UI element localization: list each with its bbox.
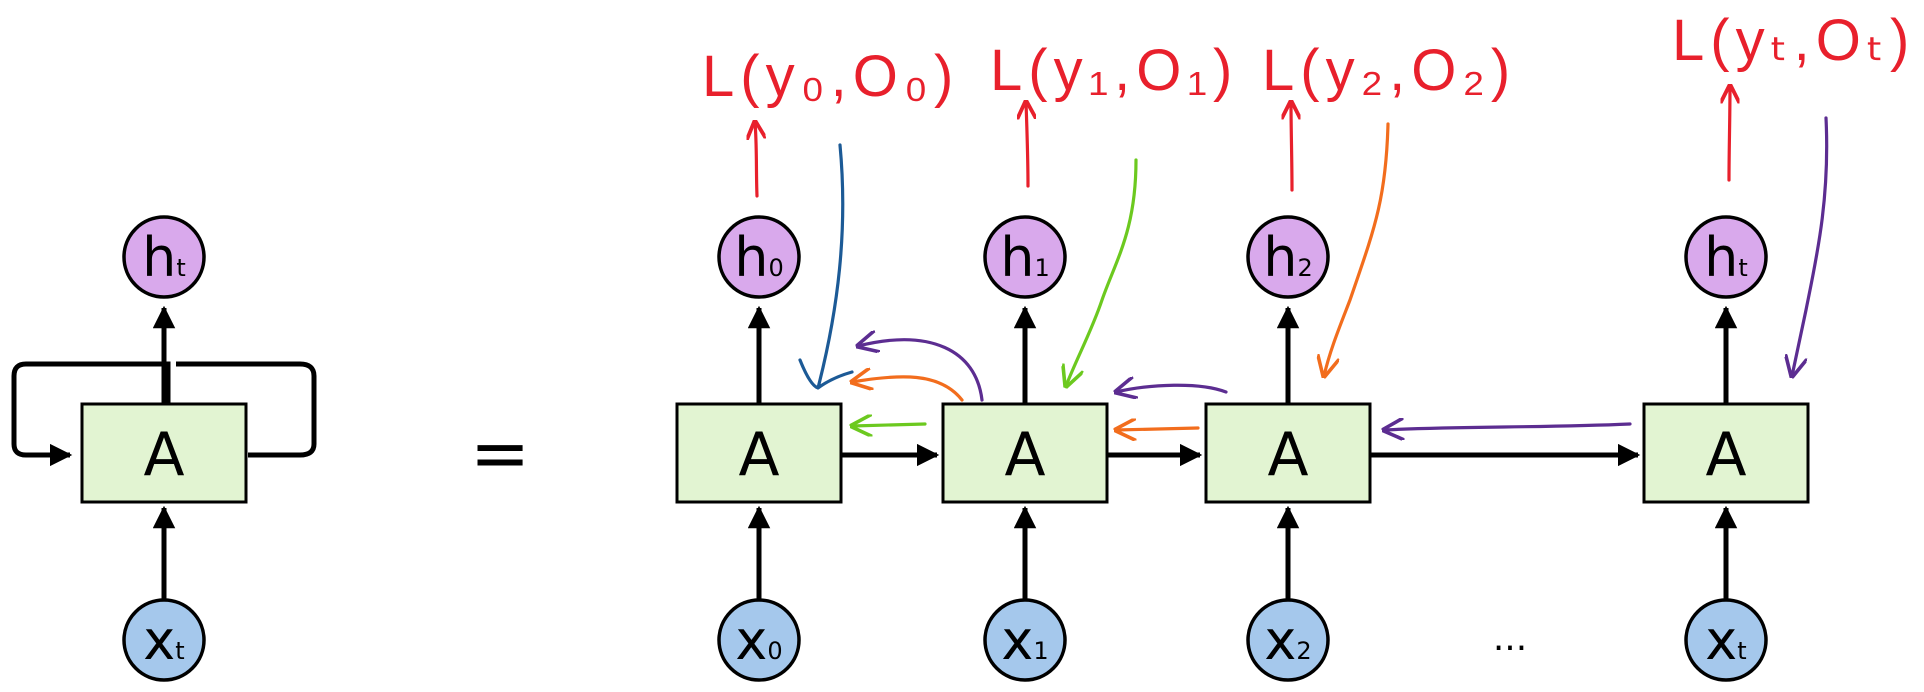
svg-text:x0: x0 xyxy=(735,609,782,672)
gradient-arrow-green xyxy=(1066,158,1138,386)
node-letter: h xyxy=(142,226,176,289)
node-letter: x xyxy=(735,609,767,672)
output-node: h2 xyxy=(1246,215,1330,299)
node-subscript: t xyxy=(175,637,184,665)
rnn-cell xyxy=(941,402,1109,504)
loss-label: L(y₁,O₁) xyxy=(990,38,1238,103)
rnn-cell-label: A xyxy=(1267,420,1308,490)
node-subscript: t xyxy=(1737,637,1746,665)
node-subscript: 2 xyxy=(1296,637,1311,665)
node-letter: h xyxy=(1263,226,1297,289)
backprop-arrow-orange-curve xyxy=(852,377,964,402)
loss-label: L(y₀,O₀) xyxy=(702,44,959,109)
equals-sign: = xyxy=(470,411,530,495)
svg-text:xt: xt xyxy=(1705,609,1746,672)
backprop-arrow-orange xyxy=(1116,428,1200,430)
node-subscript: 2 xyxy=(1297,254,1312,282)
input-node: x2 xyxy=(1246,598,1330,682)
node-subscript: 0 xyxy=(768,254,783,282)
svg-text:ht: ht xyxy=(142,226,186,289)
folded-cell xyxy=(80,402,248,504)
time-step-2: A h2 x2 L(y₂,O₂) xyxy=(1204,38,1516,682)
node-subscript: t xyxy=(176,254,185,282)
recurrent-loop-right xyxy=(176,361,317,458)
backprop-arrow-purple xyxy=(1116,385,1228,392)
time-step-0: A h0 x0 L(y₀,O₀) xyxy=(675,44,959,682)
svg-text:h1: h1 xyxy=(1000,226,1050,289)
node-letter: x xyxy=(1705,609,1737,672)
output-node: h1 xyxy=(983,215,1067,299)
folded-cell-label: A xyxy=(143,420,184,490)
svg-text:h2: h2 xyxy=(1263,226,1313,289)
recurrent-loop xyxy=(11,361,171,467)
input-node: xt xyxy=(1684,598,1768,682)
rnn-cell-label: A xyxy=(1705,420,1746,490)
loss-up-arrow xyxy=(1291,102,1292,192)
rnn-cell xyxy=(1642,402,1810,504)
backprop-arrow-purple-long xyxy=(1384,424,1632,430)
svg-text:h0: h0 xyxy=(734,226,784,289)
ellipsis: ... xyxy=(1493,618,1527,659)
svg-text:xt: xt xyxy=(143,609,184,672)
input-node: x0 xyxy=(717,598,801,682)
loss-up-arrow xyxy=(755,122,757,198)
node-letter: h xyxy=(1704,226,1738,289)
output-node: h0 xyxy=(717,215,801,299)
svg-text:x2: x2 xyxy=(1264,609,1311,672)
node-subscript: t xyxy=(1738,254,1747,282)
input-node: x1 xyxy=(983,598,1067,682)
gradient-arrow-purple xyxy=(1792,116,1829,376)
time-step-1: A h1 x1 L(y₁,O₁) xyxy=(941,38,1238,682)
svg-text:x1: x1 xyxy=(1001,609,1048,672)
node-letter: h xyxy=(734,226,768,289)
node-letter: h xyxy=(1000,226,1034,289)
svg-text:ht: ht xyxy=(1704,226,1748,289)
gradient-arrow-blue xyxy=(798,143,854,390)
loss-label: L(y₂,O₂) xyxy=(1262,38,1516,103)
loss-up-arrow xyxy=(1729,86,1730,182)
rnn-cell-label: A xyxy=(1004,420,1045,490)
backprop-arrow-green xyxy=(852,424,927,426)
time-step-t: A ht xt L(yₜ,Oₜ) xyxy=(1642,8,1915,682)
node-letter: x xyxy=(1264,609,1296,672)
node-subscript: 1 xyxy=(1034,254,1049,282)
node-letter: x xyxy=(1001,609,1033,672)
rnn-cell-label: A xyxy=(738,420,779,490)
node-letter: x xyxy=(143,609,175,672)
folded-rnn: A ht xt xyxy=(11,215,317,682)
folded-output-node: ht xyxy=(122,215,206,299)
node-subscript: 1 xyxy=(1033,637,1048,665)
backprop-arrow-purple-curve xyxy=(858,340,984,402)
loss-up-arrow xyxy=(1026,102,1028,188)
gradient-arrow-orange xyxy=(1324,122,1390,376)
output-node: ht xyxy=(1684,215,1768,299)
loss-label: L(yₜ,Oₜ) xyxy=(1672,8,1915,73)
node-subscript: 0 xyxy=(767,637,782,665)
folded-input-node: xt xyxy=(122,598,206,682)
